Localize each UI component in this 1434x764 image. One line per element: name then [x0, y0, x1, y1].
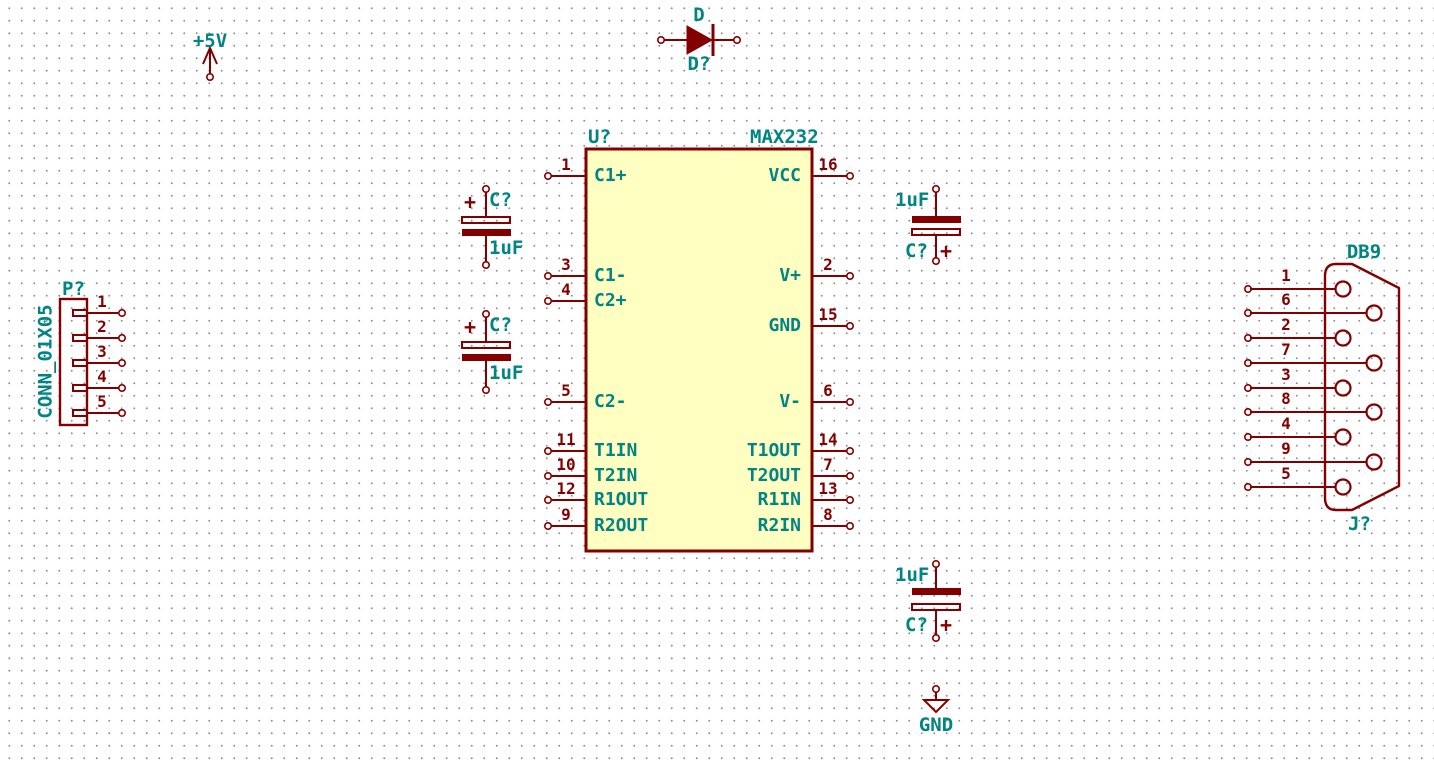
db9-connector-symbol[interactable] [1244, 262, 1401, 512]
power-5v-label[interactable]: +5V [192, 30, 228, 52]
capacitor-left-top-symbol[interactable] [461, 185, 511, 269]
diode-ref-label[interactable]: D? [687, 53, 711, 75]
ic-pin-name-t1in: T1IN [594, 440, 638, 461]
ic-pin-name-vminus: V- [779, 391, 801, 412]
ic-pin-name-r1in: R1IN [757, 489, 801, 510]
capacitor-plus-mark: + [940, 239, 953, 263]
db9-pin-number: 7 [1281, 340, 1291, 359]
ic-pin-number: 10 [556, 455, 576, 474]
db9-pin-number: 8 [1281, 389, 1291, 408]
db9-pin-number: 2 [1281, 315, 1291, 334]
ic-max232-symbol[interactable] [543, 147, 854, 553]
connector-pin-number: 4 [97, 367, 107, 386]
connector-pin-number: 3 [97, 342, 107, 361]
capacitor-ref-label[interactable]: C? [489, 189, 512, 211]
ic-pin-name-vplus: V+ [779, 265, 801, 286]
capacitor-ref-label[interactable]: C? [905, 240, 928, 262]
db9-pin-number: 5 [1281, 464, 1291, 483]
ic-pin-name-r1out: R1OUT [594, 489, 649, 510]
ic-pin-name-t1out: T1OUT [746, 440, 801, 461]
ic-pin-number: 7 [823, 455, 833, 474]
ic-pin-number: 16 [818, 155, 838, 174]
ic-pin-name-r2in: R2IN [757, 515, 801, 536]
capacitor-plus-mark: + [940, 613, 953, 637]
db9-value-label[interactable]: DB9 [1346, 241, 1382, 263]
db9-pin-number: 4 [1281, 414, 1291, 433]
connector-value-label[interactable]: CONN_01X05 [34, 304, 57, 419]
diode-name-label[interactable]: D [693, 4, 705, 26]
ic-pin-name-c1minus: C1- [594, 265, 627, 286]
connector-p-symbol[interactable] [58, 297, 127, 427]
ic-pin-name-t2in: T2IN [594, 465, 638, 486]
ic-pin-number: 15 [818, 305, 838, 324]
connector-pin-number: 1 [97, 292, 107, 311]
ic-pin-name-vcc: VCC [768, 165, 801, 186]
capacitor-ref-label[interactable]: C? [489, 314, 512, 336]
ic-pin-name-gnd: GND [768, 315, 801, 336]
capacitor-value-label[interactable]: 1uF [489, 362, 524, 384]
capacitor-value-label[interactable]: 1uF [895, 189, 930, 211]
connector-pin-number: 5 [97, 392, 107, 411]
ic-pin-number: 12 [556, 479, 576, 498]
capacitor-value-label[interactable]: 1uF [895, 564, 930, 586]
connector-ref-label[interactable]: P? [62, 278, 85, 300]
ic-pin-number: 13 [818, 479, 838, 498]
ic-pin-number: 2 [823, 255, 833, 274]
ic-value-label[interactable]: MAX232 [750, 126, 819, 148]
ic-pin-number: 8 [823, 505, 833, 524]
db9-ref-label[interactable]: J? [1348, 513, 1371, 535]
ic-ref-label[interactable]: U? [588, 126, 611, 148]
ic-pin-number: 11 [556, 430, 576, 449]
capacitor-right-bottom-symbol[interactable] [911, 559, 961, 642]
gnd-label[interactable]: GND [918, 714, 954, 736]
ic-pin-name-r2out: R2OUT [594, 515, 649, 536]
connector-pin-number: 2 [97, 317, 107, 336]
db9-pin-number: 9 [1281, 439, 1291, 458]
power-5v-symbol[interactable] [202, 45, 218, 82]
ic-pin-number: 4 [561, 280, 571, 299]
ic-pin-number: 1 [561, 155, 571, 174]
gnd-symbol[interactable] [921, 684, 951, 714]
ic-pin-number: 14 [818, 430, 838, 449]
capacitor-plus-mark: + [464, 190, 477, 214]
ic-pin-name-c2plus: C2+ [594, 290, 627, 311]
capacitor-value-label[interactable]: 1uF [489, 237, 524, 259]
ic-pin-number: 5 [561, 381, 571, 400]
capacitor-ref-label[interactable]: C? [905, 614, 928, 636]
ic-pin-number: 3 [561, 255, 571, 274]
db9-pin-number: 1 [1281, 266, 1291, 285]
ic-pin-number: 6 [823, 381, 833, 400]
ic-pin-number: 9 [561, 505, 571, 524]
db9-pin-number: 6 [1281, 290, 1291, 309]
ic-pin-name-t2out: T2OUT [746, 465, 801, 486]
ic-pin-name-c2minus: C2- [594, 391, 627, 412]
capacitor-left-bottom-symbol[interactable] [461, 309, 511, 394]
capacitor-right-top-symbol[interactable] [911, 185, 961, 265]
diode-symbol[interactable] [656, 24, 741, 56]
db9-pin-number: 3 [1281, 365, 1291, 384]
ic-pin-name-c1plus: C1+ [594, 165, 627, 186]
capacitor-plus-mark: + [464, 315, 477, 339]
